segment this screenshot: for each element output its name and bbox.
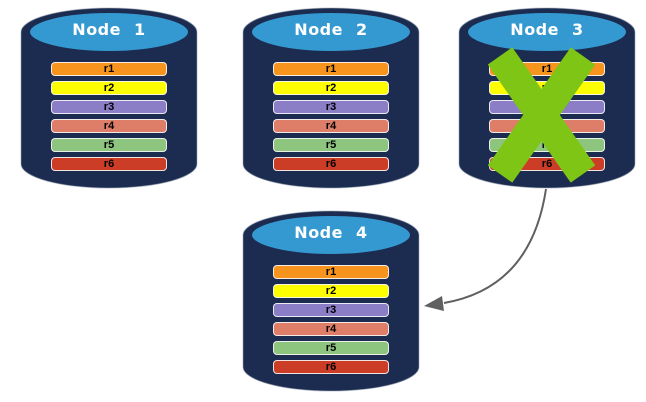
- record-list: r1 r2 r3 r4 r5 r6: [489, 62, 605, 176]
- record-bar-r2: r2: [273, 81, 389, 95]
- record-bar-r1: r1: [273, 62, 389, 76]
- record-bar-r5: r5: [51, 138, 167, 152]
- record-list: r1 r2 r3 r4 r5 r6: [51, 62, 167, 176]
- db-node-3-failed: Node 3 r1 r2 r3 r4 r5 r6: [458, 7, 636, 189]
- node-title: Node 2: [294, 20, 368, 39]
- record-bar-r1: r1: [489, 62, 605, 76]
- record-bar-r6: r6: [273, 360, 389, 374]
- failover-arrow: [424, 188, 547, 311]
- record-bar-r3: r3: [489, 100, 605, 114]
- db-node-1: Node 1 r1 r2 r3 r4 r5 r6: [20, 7, 198, 189]
- record-bar-r2: r2: [273, 284, 389, 298]
- record-bar-r5: r5: [273, 341, 389, 355]
- record-bar-r4: r4: [51, 119, 167, 133]
- record-list: r1 r2 r3 r4 r5 r6: [273, 265, 389, 379]
- record-bar-r3: r3: [273, 303, 389, 317]
- record-bar-r4: r4: [489, 119, 605, 133]
- record-bar-r2: r2: [489, 81, 605, 95]
- node-title: Node 3: [510, 20, 584, 39]
- record-bar-r1: r1: [273, 265, 389, 279]
- record-list: r1 r2 r3 r4 r5 r6: [273, 62, 389, 176]
- node-title: Node 4: [294, 223, 368, 242]
- record-bar-r1: r1: [51, 62, 167, 76]
- db-node-2: Node 2 r1 r2 r3 r4 r5 r6: [242, 7, 420, 189]
- record-bar-r6: r6: [273, 157, 389, 171]
- node-title: Node 1: [72, 20, 146, 39]
- record-bar-r2: r2: [51, 81, 167, 95]
- record-bar-r6: r6: [489, 157, 605, 171]
- record-bar-r5: r5: [273, 138, 389, 152]
- record-bar-r5: r5: [489, 138, 605, 152]
- record-bar-r4: r4: [273, 322, 389, 336]
- record-bar-r3: r3: [51, 100, 167, 114]
- db-node-4: Node 4 r1 r2 r3 r4 r5 r6: [242, 210, 420, 392]
- record-bar-r3: r3: [273, 100, 389, 114]
- record-bar-r4: r4: [273, 119, 389, 133]
- record-bar-r6: r6: [51, 157, 167, 171]
